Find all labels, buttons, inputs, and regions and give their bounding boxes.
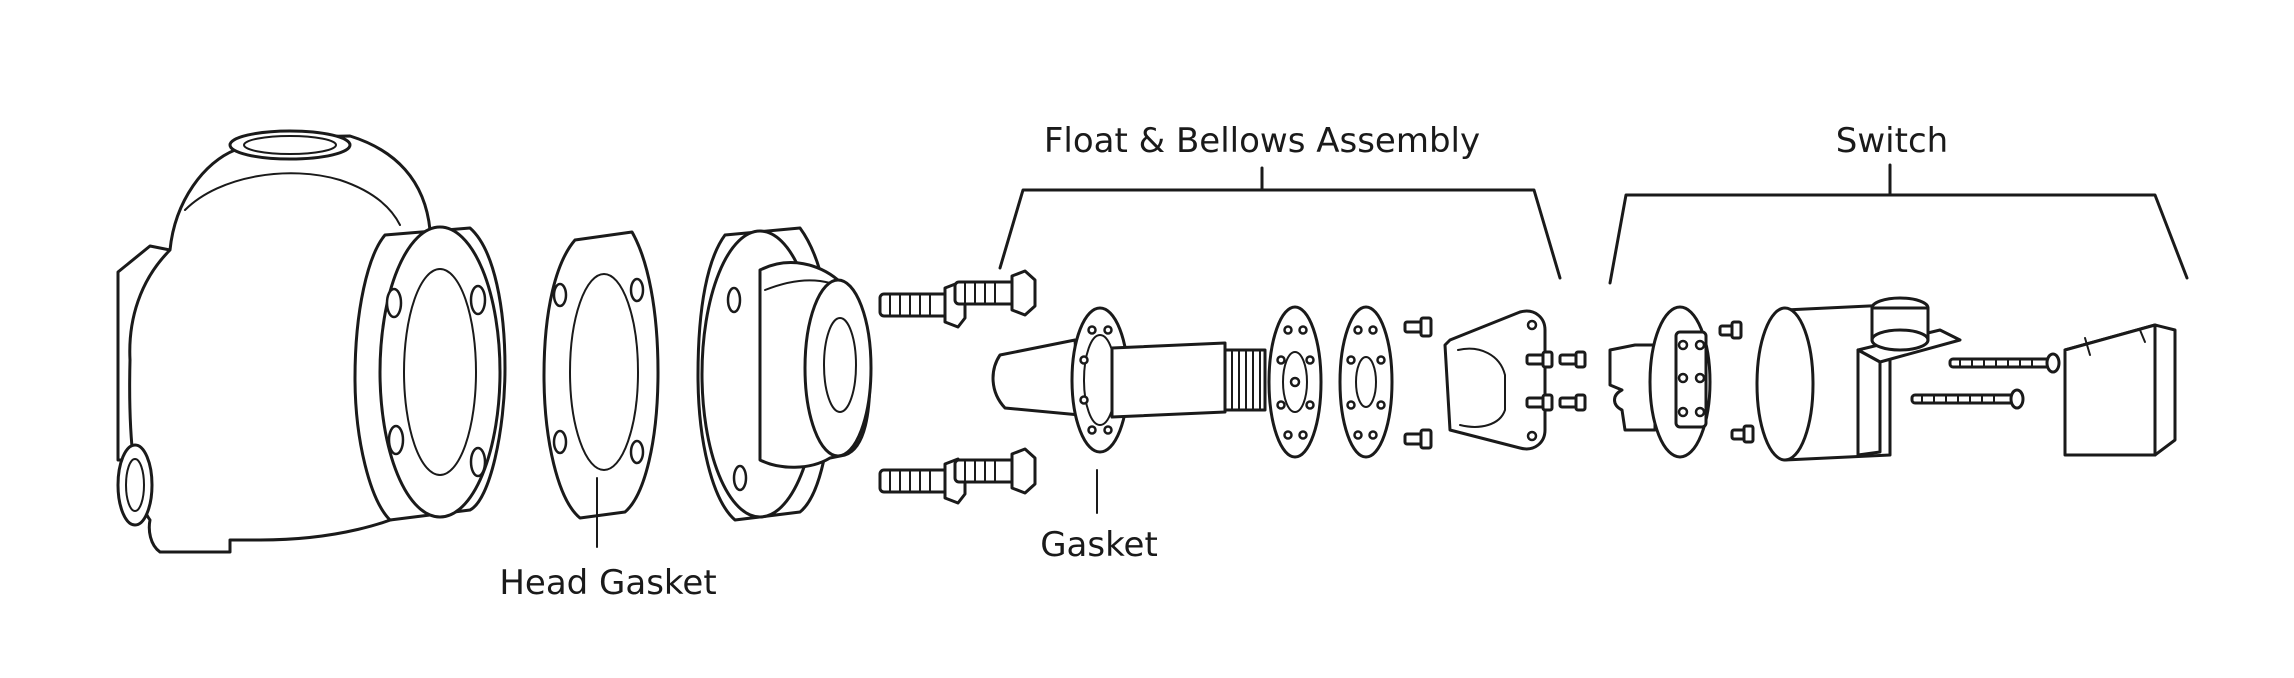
housing-head bbox=[696, 226, 873, 522]
bolt bbox=[878, 281, 967, 329]
switch-bracket bbox=[1608, 163, 2189, 285]
bolt-group bbox=[878, 269, 1037, 505]
float-bellows-bracket bbox=[998, 166, 1562, 280]
screw bbox=[1948, 352, 2061, 374]
gasket-label: Gasket bbox=[1040, 525, 1158, 565]
bolt bbox=[953, 269, 1037, 317]
screw bbox=[1403, 316, 1433, 338]
screw bbox=[1558, 393, 1587, 412]
bolt bbox=[878, 457, 967, 505]
screw bbox=[1558, 350, 1587, 369]
screw bbox=[1403, 428, 1433, 450]
float-bellows-label: Float & Bellows Assembly bbox=[1044, 121, 1480, 161]
head-gasket-part bbox=[542, 230, 660, 548]
pump-body bbox=[116, 129, 507, 554]
bolt bbox=[953, 447, 1037, 495]
screw bbox=[1730, 424, 1755, 444]
screw bbox=[1718, 320, 1743, 340]
screw bbox=[1525, 393, 1554, 412]
float-bellows-part bbox=[991, 305, 1587, 514]
switch-label: Switch bbox=[1836, 121, 1948, 161]
switch-part bbox=[1608, 296, 2177, 462]
head-gasket-label: Head Gasket bbox=[499, 563, 716, 603]
screw bbox=[1525, 350, 1554, 369]
screw bbox=[1910, 388, 2025, 410]
